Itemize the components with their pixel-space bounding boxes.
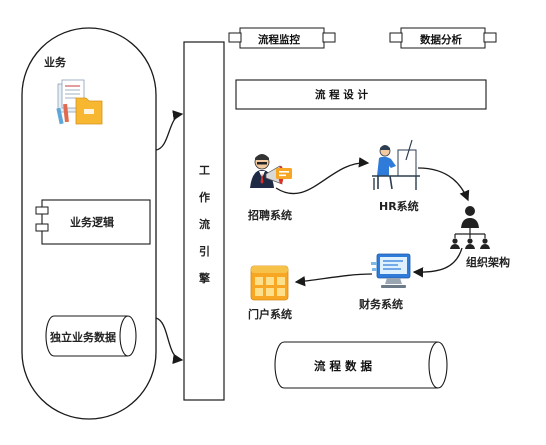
recruit-label: 招聘系统 [248,209,292,222]
hr-desk-icon [372,139,420,190]
business-logic-label: 业务逻辑 [70,216,114,229]
engine-char-3: 流 [199,218,210,231]
portal-window-icon [250,265,289,301]
finance-monitor-icon [371,253,411,288]
business-panel-title: 业务 [44,56,66,69]
portal-label: 门户系统 [248,308,292,321]
engine-char-4: 引 [199,245,210,258]
hr-label: HR系统 [379,200,419,213]
engine-char-2: 作 [199,191,210,204]
process-data-label: 流 程 数 据 [314,359,373,373]
process-design-box [235,79,487,110]
org-label: 组织架构 [466,256,510,269]
documents-folder-icon [56,79,103,125]
finance-label: 财务系统 [359,298,403,311]
recruiter-megaphone-icon [250,154,292,188]
analysis-label: 数据分析 [420,34,462,46]
monitor-label: 流程监控 [258,34,300,46]
business-data-label: 独立业务数据 [50,331,116,344]
workflow-engine-box [183,41,225,401]
org-chart-icon [450,206,490,249]
business-logic-box [41,199,151,245]
engine-char-5: 擎 [199,272,210,285]
process-design-label: 流 程 设 计 [315,89,368,101]
engine-char-1: 工 [199,164,210,177]
